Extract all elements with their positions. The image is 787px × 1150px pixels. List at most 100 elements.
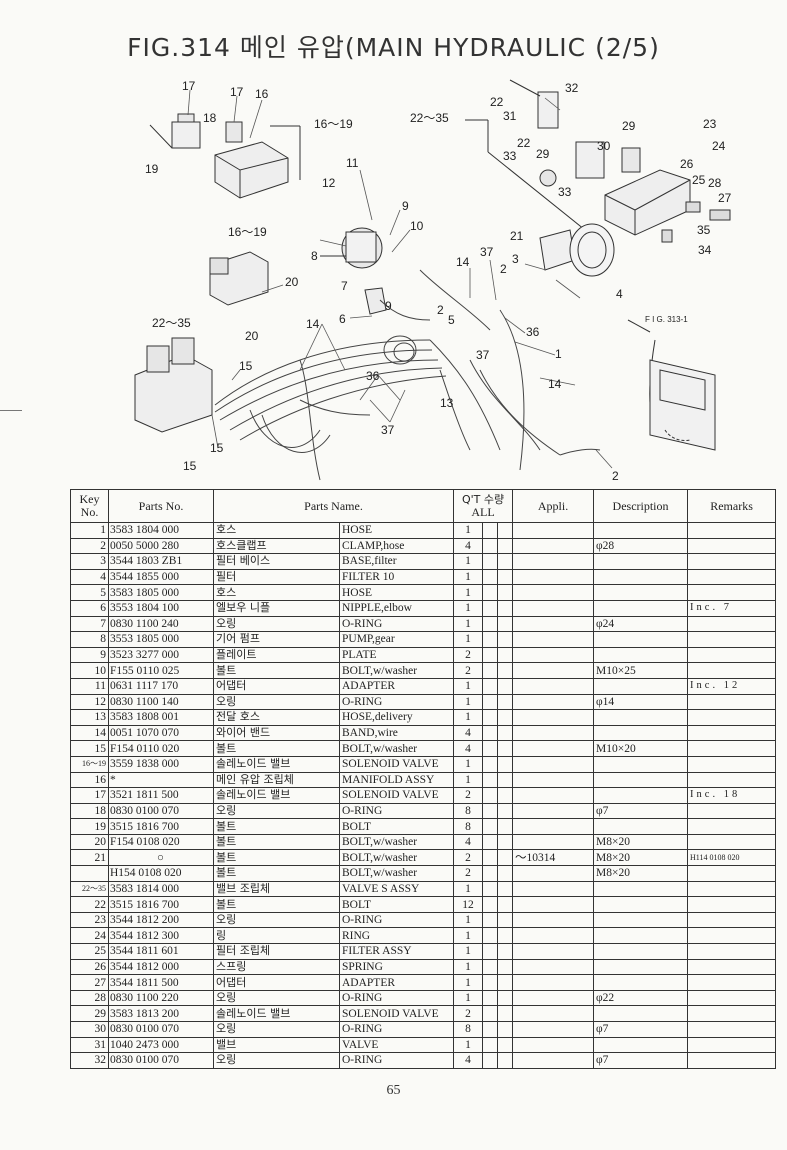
callout: 11 xyxy=(346,156,359,170)
manifold-block-lower xyxy=(134,337,213,433)
cell-parts-no: 3544 1803 ZB1 xyxy=(108,553,214,570)
cell-qty: 4 xyxy=(453,833,483,851)
cell-qty: 4 xyxy=(453,724,483,742)
cell-english-name: RING xyxy=(339,927,454,945)
cell-appli xyxy=(512,646,595,664)
cell-appli xyxy=(512,755,595,773)
cell-description: φ7 xyxy=(593,1021,689,1038)
cell-appli xyxy=(512,724,595,742)
cell-qty-extra xyxy=(482,865,498,882)
callout: 16～19 xyxy=(228,225,267,239)
cell-parts-no: 3515 1816 700 xyxy=(108,818,214,835)
cell-english-name: FILTER ASSY xyxy=(339,943,454,960)
cell-description: φ7 xyxy=(593,802,689,820)
callout: 28 xyxy=(708,176,722,190)
cell-parts-no: 0051 1070 070 xyxy=(108,724,214,742)
cell-appli xyxy=(512,771,595,789)
cell-qty-extra xyxy=(496,896,514,913)
cell-korean-name: 엘보우 니플 xyxy=(213,599,340,617)
callout: 22 xyxy=(517,136,531,150)
cell-qty-extra xyxy=(496,584,514,601)
cell-appli xyxy=(512,1052,595,1069)
cell-appli xyxy=(512,709,595,726)
cell-description xyxy=(593,911,689,929)
cell-parts-no: H154 0108 020 xyxy=(108,865,214,882)
callout: 3 xyxy=(512,252,519,266)
callout: 10 xyxy=(410,219,424,233)
callout: 37 xyxy=(381,423,395,437)
cell-qty-extra xyxy=(496,740,514,757)
cell-key: 1 xyxy=(70,522,109,539)
cell-key: 12 xyxy=(70,693,109,711)
cell-parts-no: F155 0110 025 xyxy=(108,662,214,679)
cell-korean-name: 메인 유압 조립체 xyxy=(213,771,340,789)
cell-korean-name: 밸브 조립체 xyxy=(213,880,340,898)
cell-qty-extra xyxy=(482,599,498,617)
callout: 21 xyxy=(510,229,524,243)
cell-description xyxy=(593,755,689,773)
cell-remarks xyxy=(687,927,777,945)
cell-qty-extra xyxy=(482,677,498,695)
cell-parts-no: 3559 1838 000 xyxy=(108,755,214,773)
cell-description: φ7 xyxy=(593,1052,689,1069)
cell-qty: 4 xyxy=(453,740,483,757)
cell-korean-name: 오링 xyxy=(213,989,340,1007)
cell-qty-extra xyxy=(496,1021,514,1038)
cell-korean-name: 솔레노이드 밸브 xyxy=(213,755,340,773)
callout: 13 xyxy=(440,396,454,410)
cell-qty: 2 xyxy=(453,646,483,664)
header-qty: Q'T 수량 ALL xyxy=(452,489,514,523)
cell-english-name: VALVE S ASSY xyxy=(339,880,454,898)
cell-remarks xyxy=(687,1052,777,1069)
cell-korean-name: 볼트 xyxy=(213,818,340,835)
cell-korean-name: 전달 호스 xyxy=(213,709,340,726)
cell-key: 5 xyxy=(70,584,109,601)
callout: 17 xyxy=(182,79,196,93)
cell-qty-extra xyxy=(496,911,514,929)
cell-key: 29 xyxy=(70,1005,109,1022)
cell-english-name: O-RING xyxy=(339,1021,454,1038)
cell-qty-extra xyxy=(482,522,498,539)
cell-korean-name: 오링 xyxy=(213,802,340,820)
cell-description xyxy=(593,553,689,570)
cell-remarks xyxy=(687,646,777,664)
cell-key: 2 xyxy=(70,537,109,555)
callout: 12 xyxy=(322,176,336,190)
cell-qty-extra xyxy=(496,677,514,695)
cell-key: 11 xyxy=(70,677,109,695)
cell-appli xyxy=(512,693,595,711)
cell-english-name: HOSE xyxy=(339,584,454,601)
cell-appli xyxy=(512,584,595,601)
cell-qty-extra xyxy=(482,833,498,851)
callout: 34 xyxy=(698,243,712,257)
cell-appli xyxy=(512,880,595,898)
callout: 27 xyxy=(718,191,732,205)
cell-qty-extra xyxy=(496,1005,514,1022)
cell-parts-no: 3544 1811 500 xyxy=(108,974,214,991)
cell-appli xyxy=(512,677,595,695)
cell-parts-no: 0830 0100 070 xyxy=(108,1052,214,1069)
callout: 29 xyxy=(536,147,550,161)
cell-key xyxy=(70,865,109,882)
cell-remarks xyxy=(687,522,777,539)
cell-qty-extra xyxy=(496,989,514,1007)
cell-qty-extra xyxy=(496,693,514,711)
cell-key: 26 xyxy=(70,958,109,976)
cell-english-name: ADAPTER xyxy=(339,677,454,695)
callout: 37 xyxy=(476,348,490,362)
callout: 2 xyxy=(437,303,444,317)
callout-labels: 17 17 16 18 19 16～19 22 32 31 22～35 23 2… xyxy=(145,79,732,483)
cell-appli xyxy=(512,740,595,757)
cell-description xyxy=(593,771,689,789)
cell-remarks xyxy=(687,880,777,898)
cell-remarks: Inc. 7 xyxy=(687,599,777,617)
header-key: Key No. xyxy=(70,489,109,523)
cell-qty-extra xyxy=(496,927,514,945)
cell-parts-no: ○ xyxy=(108,849,214,867)
cell-english-name: SOLENOID VALVE xyxy=(339,1005,454,1022)
